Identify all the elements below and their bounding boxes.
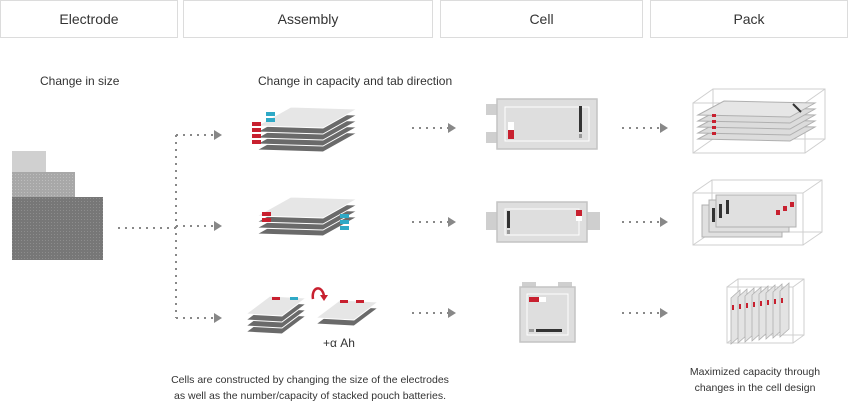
assembly-to-cell-connectors [412,127,448,314]
pack-caption: Maximized capacity through changes in th… [680,364,830,396]
header-electrode-label: Electrode [59,11,119,27]
bottom-caption-line-2: as well as the number/capacity of stacke… [174,390,446,402]
branch-connector [118,134,214,319]
electrode-label: Change in size [40,74,120,88]
move-arrow [311,287,326,300]
electrode-large [12,197,103,260]
pack-upright [692,179,823,246]
header-cell: Cell [440,0,643,38]
assembly-label: Change in capacity and tab direction [258,74,453,88]
pack-caption-line-2: changes in the cell design [694,382,816,394]
cell-to-pack-arrowheads [660,123,668,318]
cell-wide [486,201,600,243]
cell-square [519,282,576,343]
assembly-to-cell-arrowheads [448,123,456,318]
stack-5-layer [252,106,359,153]
cell-long [486,98,598,150]
stack-small [244,287,380,335]
header-assembly-label: Assembly [277,11,339,27]
electrode-sheets [12,151,103,260]
pack-caption-line-1: Maximized capacity through [689,366,821,378]
capacity-label: +α Ah [323,336,355,350]
bottom-caption: Cells are constructed by changing the si… [150,372,470,404]
header-assembly: Assembly [183,0,433,38]
stack-4-layer [255,196,359,237]
pack-stacked [692,88,826,154]
pack-vertical [726,278,805,345]
header-pack: Pack [650,0,848,38]
branch-arrowheads [214,130,222,323]
bottom-caption-line-1: Cells are constructed by changing the si… [171,374,449,386]
header-pack-label: Pack [733,11,765,27]
header-electrode: Electrode [0,0,178,38]
cell-to-pack-connectors [622,127,660,314]
header-cell-label: Cell [529,11,554,27]
